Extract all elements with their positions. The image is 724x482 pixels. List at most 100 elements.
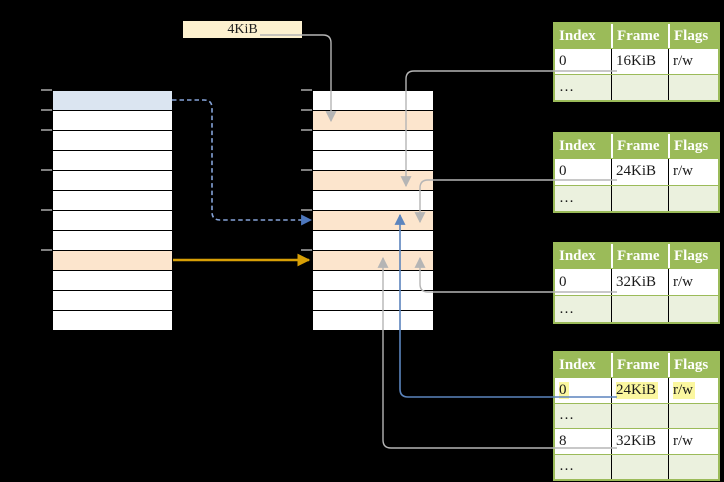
flags-cell: r/w bbox=[668, 49, 718, 74]
column-header: Index bbox=[559, 137, 596, 154]
frame-cell: 32KiB bbox=[611, 429, 668, 454]
flags-cell: r/w bbox=[668, 429, 718, 454]
virtual-page-cell bbox=[53, 231, 172, 251]
physical-frame-cell bbox=[313, 231, 433, 251]
table-row: 0 24KiB r/w bbox=[555, 158, 718, 185]
page-table-16kib: Index Frame Flags 0 16KiB r/w … bbox=[553, 22, 720, 102]
frame-cell: 24KiB bbox=[611, 159, 668, 185]
flags-cell bbox=[668, 403, 718, 428]
virtual-page-cell bbox=[53, 291, 172, 311]
axis-tick bbox=[41, 89, 52, 91]
physical-frame-cell bbox=[313, 271, 433, 291]
flags-cell: r/w bbox=[668, 269, 718, 295]
virtual-page-cell bbox=[53, 311, 172, 331]
column-header: Flags bbox=[668, 24, 718, 48]
index-cell: … bbox=[559, 189, 574, 206]
frame-cell bbox=[611, 75, 668, 100]
flags-cell bbox=[668, 454, 718, 479]
physical-frame-cell bbox=[313, 191, 433, 211]
axis-tick bbox=[301, 169, 312, 171]
physical-frame-cell bbox=[313, 291, 433, 311]
table-row-ellipsis: … bbox=[555, 184, 718, 211]
table-row: 0 16KiB r/w bbox=[555, 48, 718, 74]
physical-frame-cell-orange bbox=[313, 111, 433, 131]
table-row-highlighted: 0 24KiB r/w bbox=[555, 377, 718, 403]
highlighted-value: 0 bbox=[559, 381, 569, 399]
column-header: Frame bbox=[611, 244, 668, 268]
table-row: 0 32KiB r/w bbox=[555, 268, 718, 295]
table-header-row: Index Frame Flags bbox=[555, 244, 718, 268]
frame-cell: 16KiB bbox=[611, 49, 668, 74]
axis-tick bbox=[41, 129, 52, 131]
index-cell: … bbox=[559, 79, 574, 95]
physical-memory-column bbox=[313, 90, 433, 331]
index-cell: 0 bbox=[559, 163, 567, 180]
table-header-row: Index Frame Flags bbox=[555, 134, 718, 158]
virtual-page-cell bbox=[53, 111, 172, 131]
table-row-ellipsis: … bbox=[555, 295, 718, 322]
frame-cell: 24KiB bbox=[611, 378, 668, 403]
table-row-ellipsis: … bbox=[555, 74, 718, 100]
arrow-virtual-page-dashed bbox=[172, 99, 313, 226]
table-row-ellipsis: … bbox=[555, 453, 718, 479]
virtual-page-cell bbox=[53, 151, 172, 171]
column-header: Flags bbox=[668, 244, 718, 268]
frame-cell bbox=[611, 185, 668, 211]
physical-frame-cell bbox=[313, 311, 433, 331]
index-cell: … bbox=[559, 300, 574, 317]
page-table-24kib: Index Frame Flags 0 24KiB r/w … bbox=[553, 132, 720, 213]
page-size-label: 4KiB bbox=[183, 21, 302, 38]
virtual-page-cell bbox=[53, 211, 172, 231]
physical-frame-cell-orange bbox=[313, 211, 433, 231]
physical-frame-cell-orange bbox=[313, 171, 433, 191]
axis-tick bbox=[41, 169, 52, 171]
flags-cell bbox=[668, 185, 718, 211]
flags-cell: r/w bbox=[668, 159, 718, 185]
physical-frame-cell bbox=[313, 131, 433, 151]
virtual-page-cell bbox=[53, 271, 172, 291]
column-header: Index bbox=[559, 247, 596, 264]
index-cell: 0 bbox=[555, 378, 611, 403]
column-header: Index bbox=[559, 27, 596, 44]
axis-tick bbox=[301, 109, 312, 111]
level2-page-table: Index Frame Flags 0 24KiB r/w … 8 32KiB … bbox=[553, 351, 720, 481]
physical-frame-cell bbox=[313, 91, 433, 111]
frame-cell bbox=[611, 296, 668, 322]
column-header: Frame bbox=[611, 24, 668, 48]
axis-tick bbox=[41, 109, 52, 111]
index-cell: … bbox=[559, 407, 574, 424]
index-cell: 8 bbox=[559, 432, 567, 449]
axis-tick bbox=[301, 89, 312, 91]
table-row-ellipsis: … bbox=[555, 402, 718, 428]
axis-tick bbox=[301, 209, 312, 211]
axis-tick bbox=[41, 249, 52, 251]
highlighted-value: r/w bbox=[673, 381, 695, 399]
column-header: Frame bbox=[611, 353, 668, 377]
index-cell: 0 bbox=[559, 53, 567, 69]
highlighted-value: 24KiB bbox=[616, 381, 659, 399]
frame-cell bbox=[611, 403, 668, 428]
axis-tick bbox=[301, 249, 312, 251]
table-row: 8 32KiB r/w bbox=[555, 428, 718, 454]
virtual-memory-column bbox=[53, 90, 172, 331]
frame-cell: 32KiB bbox=[611, 269, 668, 295]
index-cell: 0 bbox=[559, 273, 567, 290]
frame-cell bbox=[611, 454, 668, 479]
table-header-row: Index Frame Flags bbox=[555, 353, 718, 377]
page-size-text: 4KiB bbox=[227, 21, 258, 37]
column-header: Flags bbox=[668, 134, 718, 158]
flags-cell bbox=[668, 75, 718, 100]
physical-frame-cell-orange bbox=[313, 251, 433, 271]
column-header: Flags bbox=[668, 353, 718, 377]
flags-cell bbox=[668, 296, 718, 322]
physical-frame-cell bbox=[313, 151, 433, 171]
virtual-page-cell bbox=[53, 171, 172, 191]
column-header: Frame bbox=[611, 134, 668, 158]
virtual-page-cell bbox=[53, 131, 172, 151]
index-cell: … bbox=[559, 458, 574, 475]
axis-tick bbox=[41, 209, 52, 211]
axis-tick bbox=[301, 129, 312, 131]
column-header: Index bbox=[559, 356, 596, 373]
virtual-page-cell-orange bbox=[53, 251, 172, 271]
